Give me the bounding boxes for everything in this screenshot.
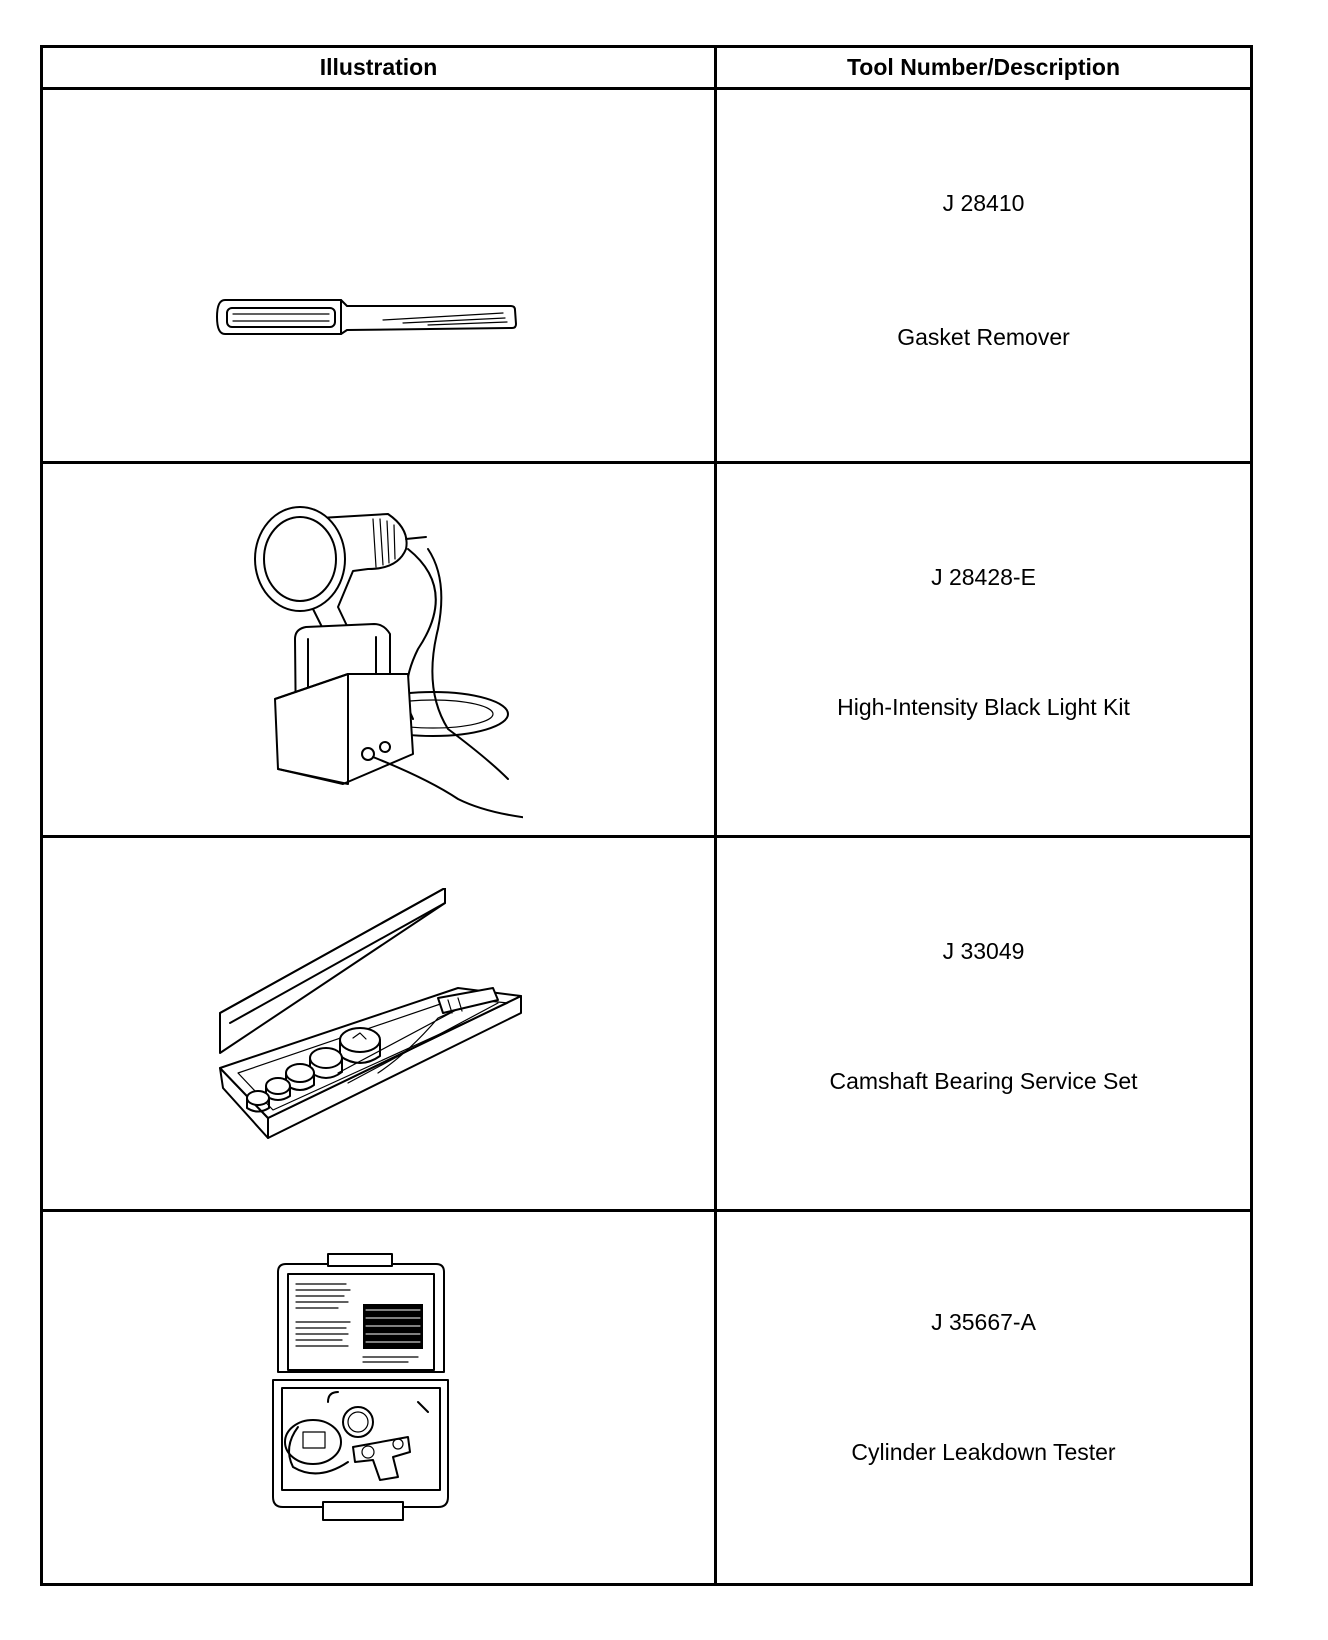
table-row: J 28410 Gasket Remover xyxy=(43,90,1250,464)
description-cell: J 35667-A Cylinder Leakdown Tester xyxy=(717,1212,1250,1583)
camshaft-bearing-set-icon xyxy=(219,888,522,1139)
tool-number: J 35667-A xyxy=(931,1309,1036,1335)
leakdown-tester-icon xyxy=(272,1253,449,1521)
table-row: J 33049 Camshaft Bearing Service Set xyxy=(43,838,1250,1212)
table-header: Illustration Tool Number/Description xyxy=(43,48,1250,90)
header-illustration: Illustration xyxy=(319,54,438,80)
description-cell: J 28410 Gasket Remover xyxy=(717,90,1250,461)
table-row: J 28428-E High-Intensity Black Light Kit xyxy=(43,464,1250,838)
tool-number: J 33049 xyxy=(942,938,1025,964)
gasket-remover-icon xyxy=(216,299,517,335)
table-row: J 35667-A Cylinder Leakdown Tester xyxy=(43,1212,1250,1583)
tool-number: J 28410 xyxy=(942,190,1025,216)
illustration-cell xyxy=(43,838,714,1209)
tool-number: J 28428-E xyxy=(931,564,1036,590)
black-light-kit-icon xyxy=(254,506,523,819)
header-tool-description: Tool Number/Description xyxy=(846,54,1121,80)
description-cell: J 33049 Camshaft Bearing Service Set xyxy=(717,838,1250,1209)
illustration-cell xyxy=(43,90,714,461)
description-cell: J 28428-E High-Intensity Black Light Kit xyxy=(717,464,1250,835)
illustration-cell xyxy=(43,1212,714,1583)
tool-description: Cylinder Leakdown Tester xyxy=(851,1439,1116,1465)
tool-table: Illustration Tool Number/Description J 2… xyxy=(40,45,1253,1586)
tool-description: High-Intensity Black Light Kit xyxy=(837,694,1130,720)
column-divider xyxy=(714,48,717,1583)
tool-description: Camshaft Bearing Service Set xyxy=(829,1068,1138,1094)
tool-description: Gasket Remover xyxy=(897,324,1070,350)
illustration-cell xyxy=(43,464,714,835)
